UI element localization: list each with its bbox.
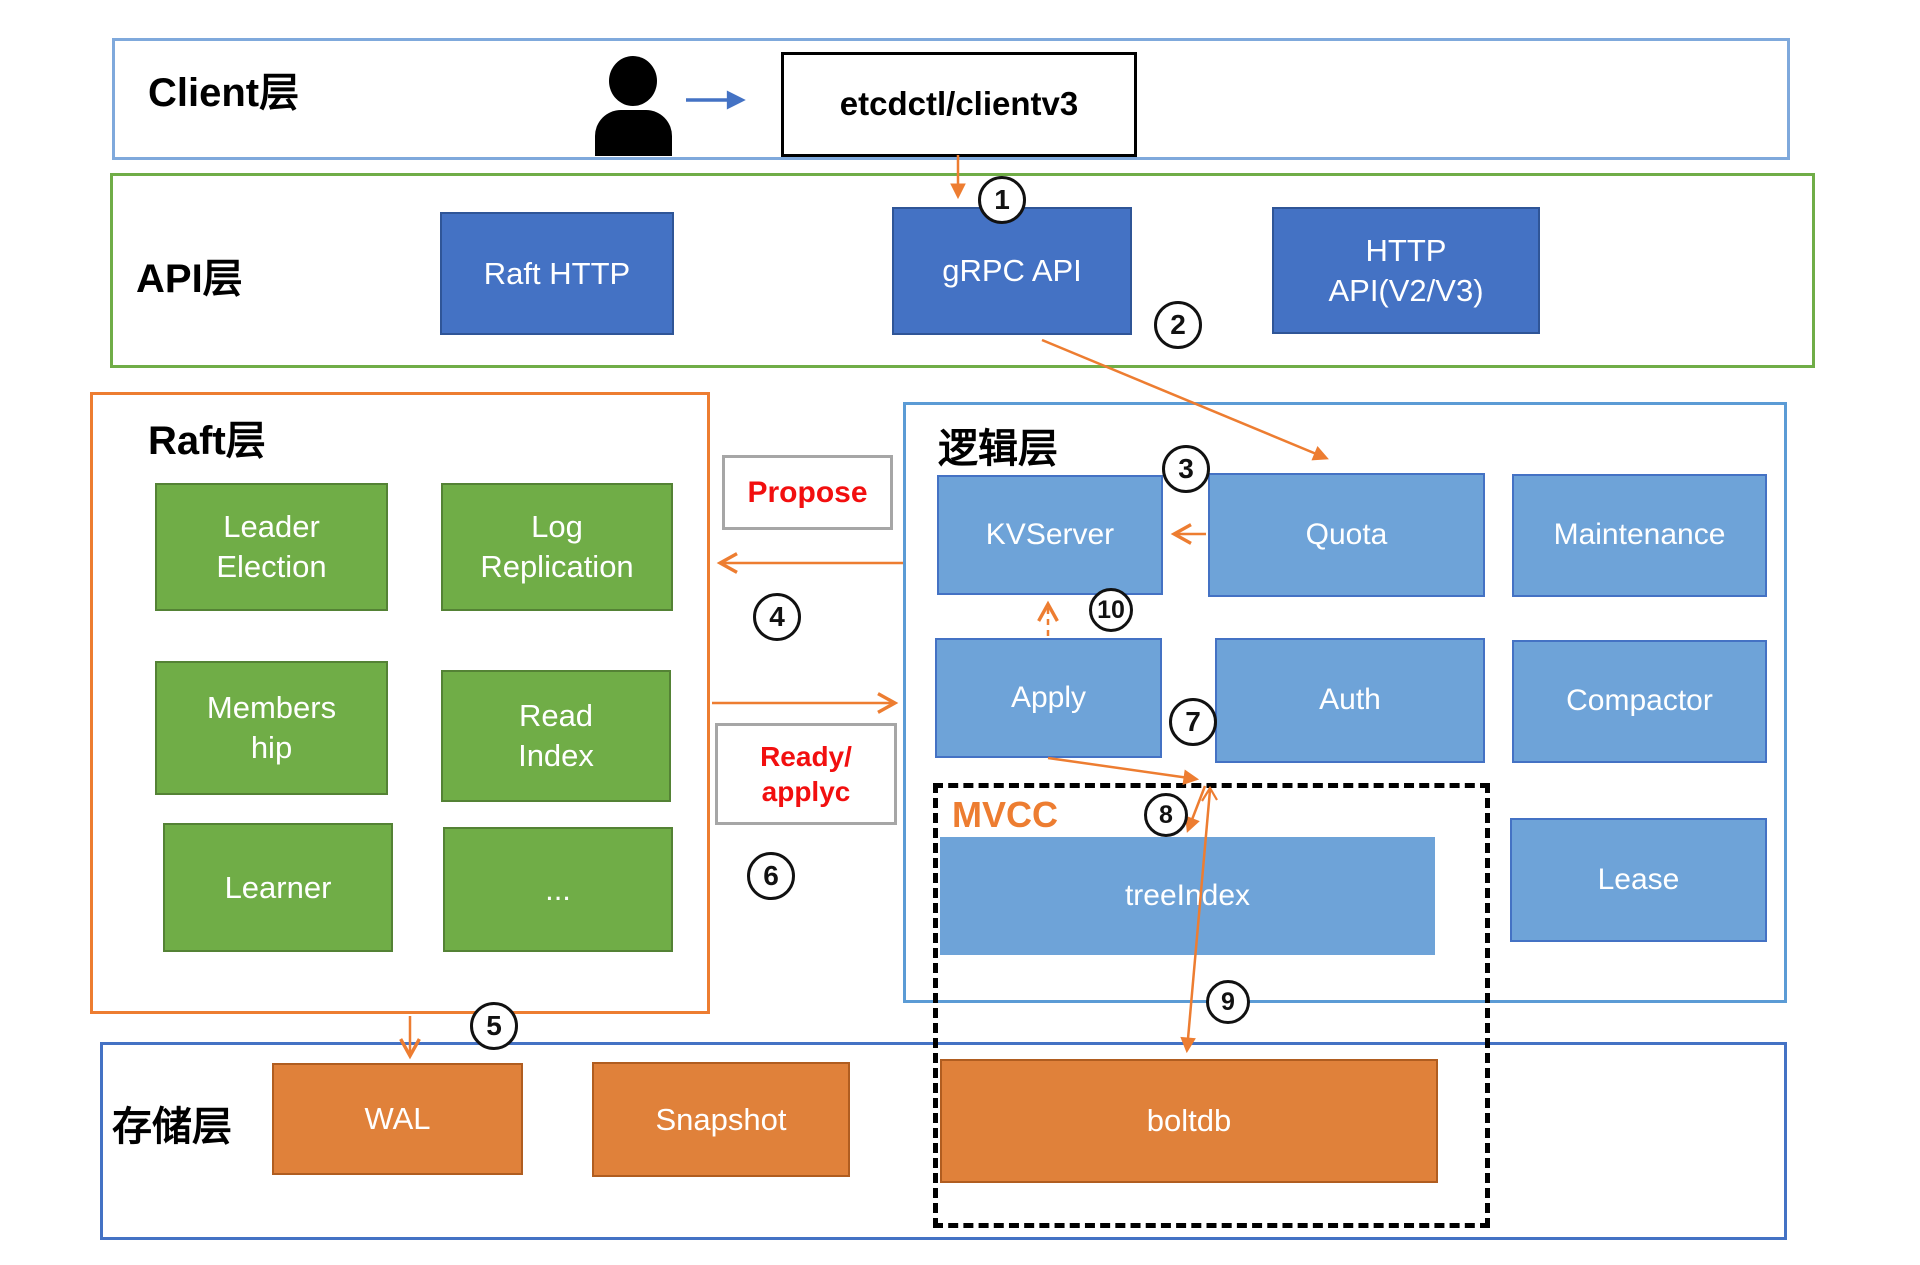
quota-box: Quota <box>1208 473 1485 597</box>
ellipsis-box: ... <box>443 827 673 952</box>
raft-layer-label: Raft层 <box>148 419 266 463</box>
step-1-badge: 1 <box>978 176 1026 224</box>
user-person-icon <box>609 56 657 106</box>
apply-box: Apply <box>935 638 1162 758</box>
propose-label: Propose <box>747 475 868 509</box>
step-5-badge: 5 <box>470 1002 518 1050</box>
treeindex-label: treeIndex <box>1124 878 1251 912</box>
http-api-label-line2: API(V2/V3) <box>1328 272 1484 308</box>
ready-label-line2: applyc <box>761 776 851 807</box>
wal-label: WAL <box>364 1101 431 1137</box>
step-7-badge: 7 <box>1169 698 1217 746</box>
snapshot-box: Snapshot <box>592 1062 850 1177</box>
http-api-label-line1: HTTP <box>1365 232 1447 268</box>
membership-box: Members hip <box>155 661 388 795</box>
compactor-label: Compactor <box>1566 684 1713 718</box>
read-index-box: Read Index <box>441 670 671 802</box>
ready-applyc-label-box: Ready/ applyc <box>715 723 897 825</box>
lease-label: Lease <box>1597 862 1680 896</box>
learner-box: Learner <box>163 823 393 952</box>
logic-layer-label: 逻辑层 <box>938 427 1058 471</box>
boltdb-label: boltdb <box>1146 1103 1232 1139</box>
step-3-badge: 3 <box>1162 445 1210 493</box>
kvserver-label: KVServer <box>985 517 1115 551</box>
propose-label-box: Propose <box>722 455 893 530</box>
client-layer-frame <box>112 38 1790 160</box>
log-replication-label-line1: Log <box>531 509 583 545</box>
maintenance-label: Maintenance <box>1553 518 1726 552</box>
learner-label: Learner <box>224 869 332 905</box>
step-7-number: 7 <box>1185 706 1201 737</box>
ellipsis-label: ... <box>545 871 571 907</box>
auth-box: Auth <box>1215 638 1485 763</box>
etcdctl-clientv3-box: etcdctl/clientv3 <box>781 52 1137 157</box>
etcdctl-clientv3-label: etcdctl/clientv3 <box>839 85 1079 123</box>
maintenance-box: Maintenance <box>1512 474 1767 597</box>
step-2-number: 2 <box>1170 309 1186 340</box>
step-8-badge: 8 <box>1144 793 1188 837</box>
quota-label: Quota <box>1305 517 1388 551</box>
step-10-number: 10 <box>1097 595 1125 624</box>
boltdb-box: boltdb <box>940 1059 1438 1183</box>
api-layer-frame <box>110 173 1815 368</box>
treeindex-box: treeIndex <box>940 837 1435 955</box>
step-9-number: 9 <box>1221 987 1235 1016</box>
leader-election-label-line2: Election <box>216 549 327 584</box>
step-6-badge: 6 <box>747 852 795 900</box>
client-layer-label: Client层 <box>148 71 300 115</box>
raft-layer-frame <box>90 392 710 1014</box>
storage-layer-label: 存储层 <box>112 1105 232 1149</box>
membership-label-line1: Members <box>206 690 337 726</box>
user-person-body-icon <box>595 110 672 156</box>
log-replication-label-line2: Replication <box>480 549 634 584</box>
grpc-api-label: gRPC API <box>942 253 1082 289</box>
step-4-number: 4 <box>769 601 785 632</box>
http-api-box: HTTP API(V2/V3) <box>1272 207 1540 334</box>
compactor-box: Compactor <box>1512 640 1767 763</box>
step-6-number: 6 <box>763 860 779 891</box>
mvcc-label: MVCC <box>952 794 1058 835</box>
lease-box: Lease <box>1510 818 1767 942</box>
step-2-badge: 2 <box>1154 301 1202 349</box>
storage-layer-frame <box>100 1042 1787 1240</box>
step-5-number: 5 <box>486 1010 502 1041</box>
step-9-badge: 9 <box>1206 980 1250 1024</box>
log-replication-box: Log Replication <box>441 483 673 611</box>
step-10-badge: 10 <box>1089 588 1133 632</box>
leader-election-box: Leader Election <box>155 483 388 611</box>
api-layer-label: API层 <box>136 257 243 301</box>
kvserver-box: KVServer <box>937 475 1163 595</box>
logic-layer-frame <box>903 402 1787 1003</box>
membership-label-line2: hip <box>250 730 293 765</box>
read-index-label-line1: Read <box>518 698 594 734</box>
step-3-number: 3 <box>1178 453 1194 484</box>
grpc-api-box: gRPC API <box>892 207 1132 335</box>
ready-label-line1: Ready/ <box>760 741 852 772</box>
auth-label: Auth <box>1319 683 1381 717</box>
read-index-label-line2: Index <box>518 738 594 773</box>
mvcc-dashed-frame <box>933 783 1490 1228</box>
step-4-badge: 4 <box>753 593 801 641</box>
raft-http-label: Raft HTTP <box>483 255 631 291</box>
step-8-number: 8 <box>1159 800 1173 829</box>
snapshot-label: Snapshot <box>655 1101 787 1137</box>
leader-election-label-line1: Leader <box>223 509 320 545</box>
apply-label: Apply <box>1010 680 1087 714</box>
step-1-number: 1 <box>994 184 1010 215</box>
wal-box: WAL <box>272 1063 523 1175</box>
raft-http-box: Raft HTTP <box>440 212 674 335</box>
